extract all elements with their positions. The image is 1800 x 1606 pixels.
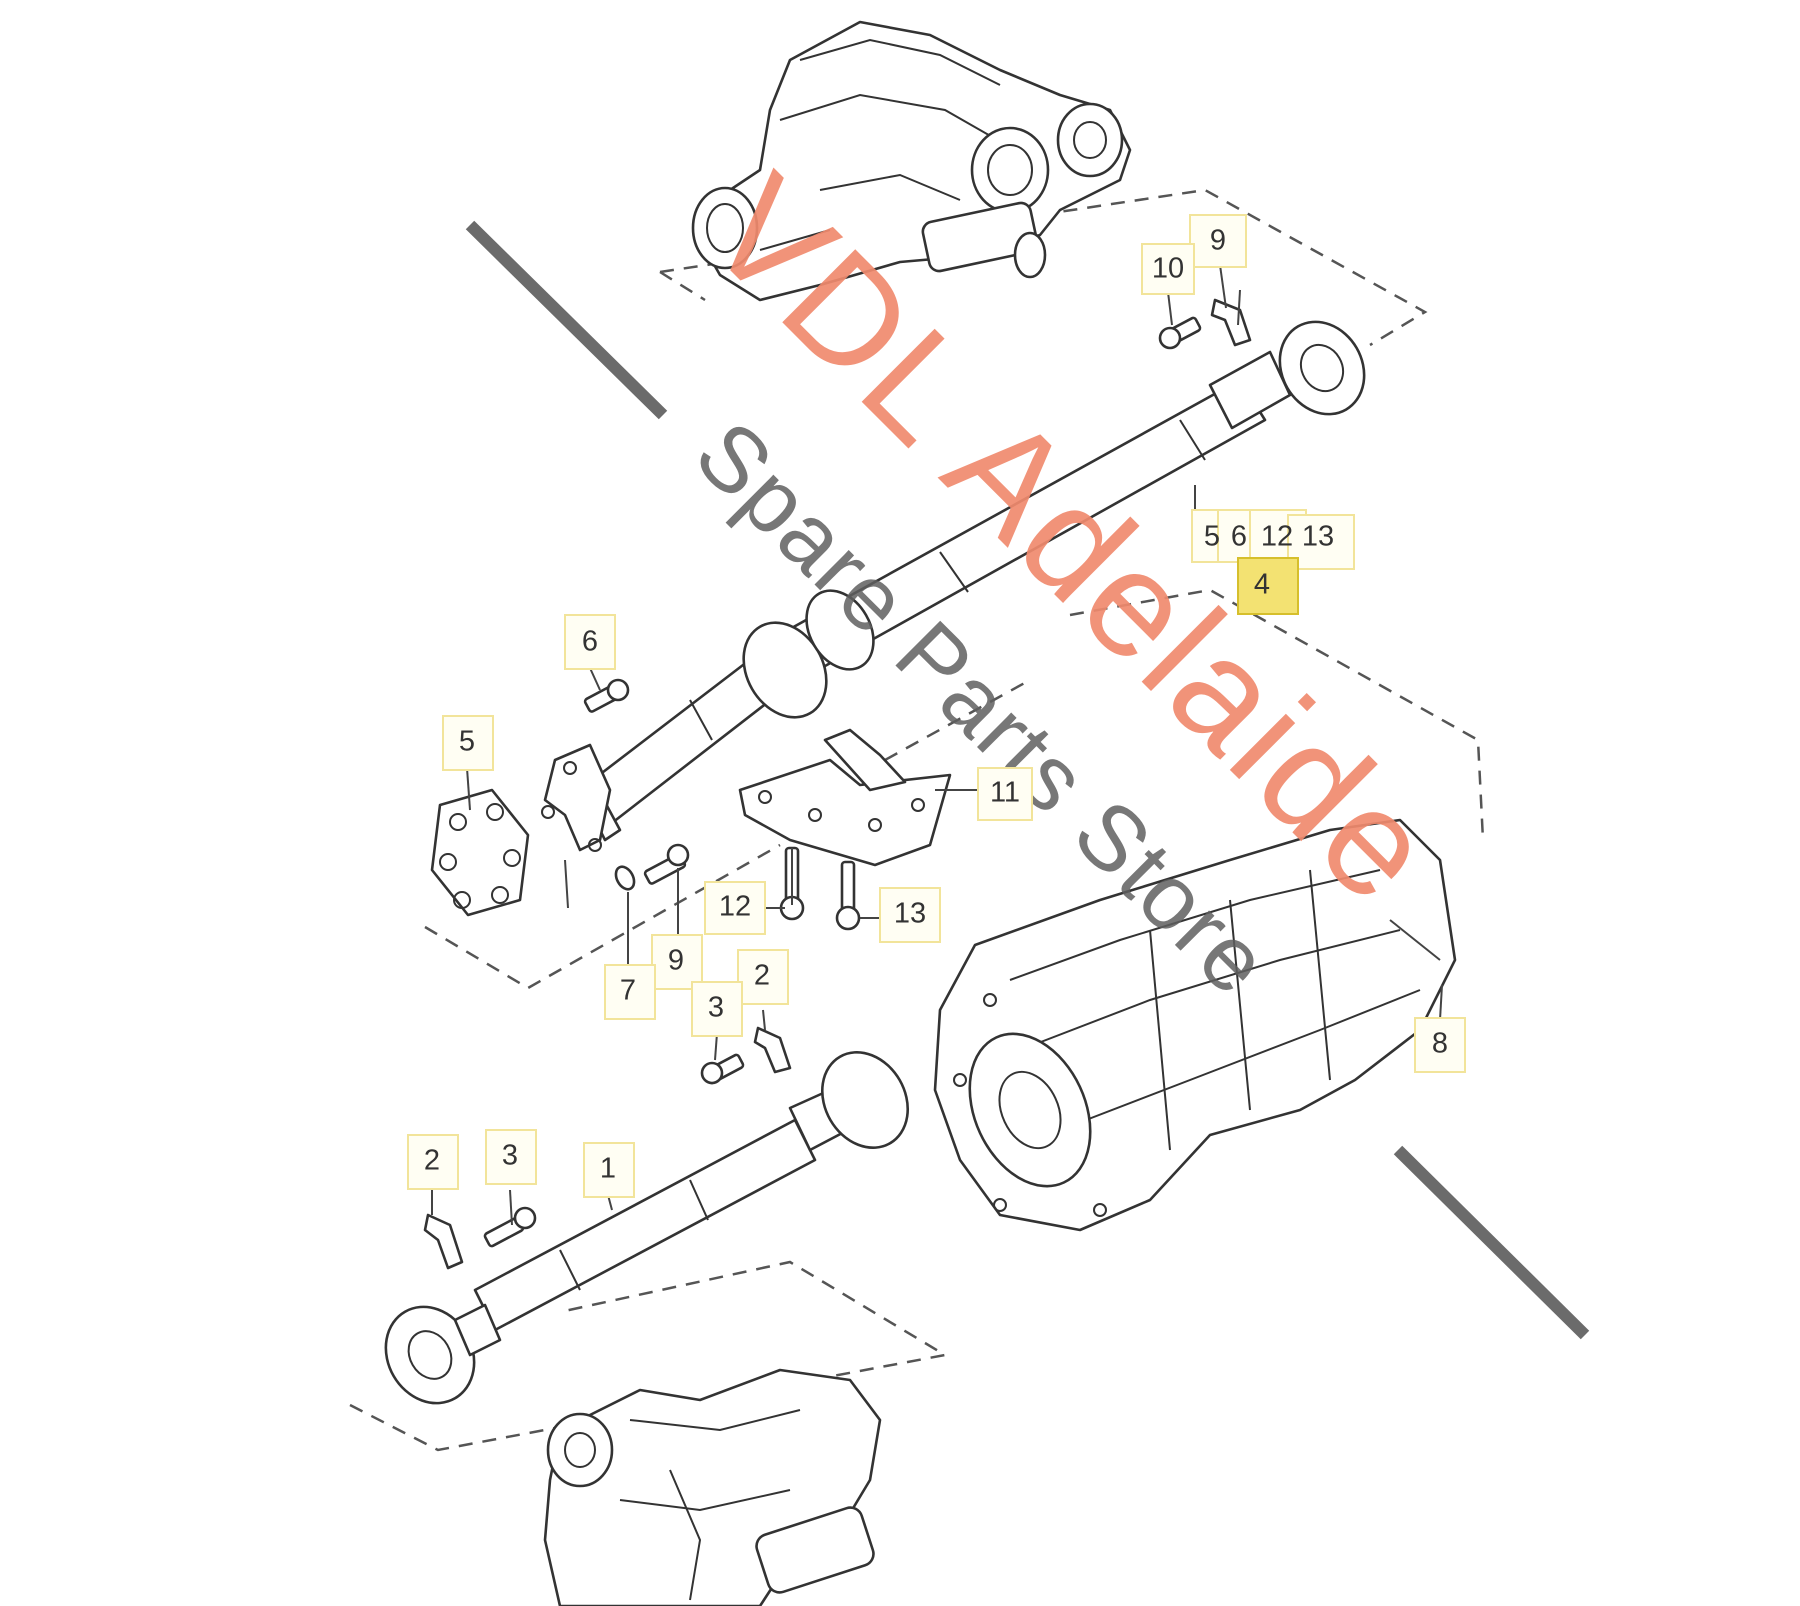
group-4-member-5: 5 <box>1204 521 1220 553</box>
callout-4: 4 <box>1254 569 1270 601</box>
group-4-member-6: 6 <box>1231 521 1247 553</box>
callout-13: 12 <box>719 891 751 923</box>
front-differential <box>543 1368 882 1606</box>
callout-12: 11 <box>990 777 1020 809</box>
callout-5: 5 <box>459 726 475 758</box>
rear-differential <box>691 20 1132 302</box>
callout-8: 8 <box>1432 1028 1448 1060</box>
callout-14: 13 <box>894 898 926 930</box>
transmission <box>933 818 1457 1232</box>
flex-coupling-outline <box>424 843 781 990</box>
group-4-member-13: 13 <box>1302 521 1334 553</box>
rear-propshaft <box>541 320 1366 852</box>
group-4-member-12: 12 <box>1261 521 1293 553</box>
callout-9: 9 <box>668 945 684 977</box>
watermark-bar-top <box>465 220 668 420</box>
flex-coupling <box>430 788 530 917</box>
callout-2-upper: 2 <box>754 960 770 992</box>
callout-7: 7 <box>620 975 636 1007</box>
callout-1: 1 <box>600 1153 616 1185</box>
callout-6: 6 <box>582 626 598 658</box>
callouts: 9 10 5 6 12 13 4 6 5 11 12 13 9 <box>407 214 1466 1198</box>
callout-2-lower: 2 <box>424 1145 440 1177</box>
callout-3-lower: 3 <box>502 1140 518 1172</box>
gearbox-outline-left <box>884 678 1031 762</box>
callout-11: 10 <box>1152 253 1184 285</box>
gearbox-outline <box>1069 588 1485 841</box>
centre-bearing-bracket <box>738 728 952 867</box>
rear-axle-outline-left <box>659 270 706 302</box>
front-propshaft <box>384 1051 910 1405</box>
callout-3-upper: 3 <box>708 992 724 1024</box>
watermark-bar-bottom <box>1393 1145 1590 1340</box>
callout-10: 9 <box>1210 225 1226 257</box>
front-diff-outline <box>349 1260 949 1452</box>
highlight-box <box>1237 557 1299 615</box>
